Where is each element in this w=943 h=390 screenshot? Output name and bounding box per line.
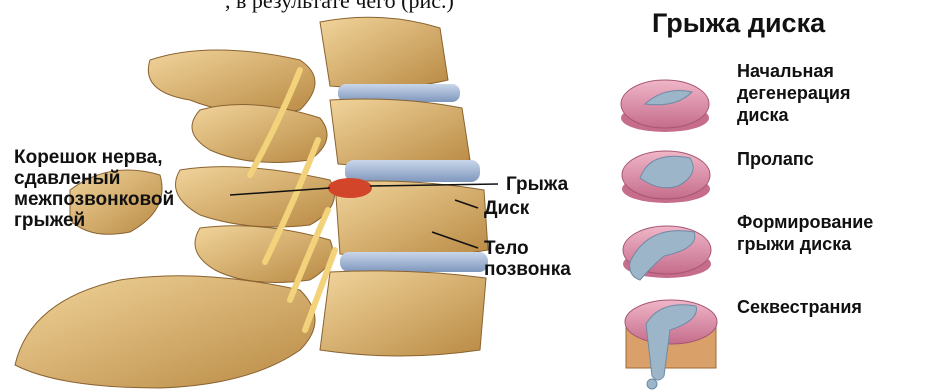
label-disc: Диск xyxy=(484,198,529,219)
disc-stage-2 xyxy=(622,151,710,203)
disc-stage-1 xyxy=(621,80,709,132)
disc-3 xyxy=(340,252,488,272)
disc-stage-4 xyxy=(625,300,717,389)
stage-label-herniation-formation: Формирование грыжи диска xyxy=(737,211,873,255)
label-hernia: Грыжа xyxy=(506,174,568,195)
label-vertebral-body: Тело позвонка xyxy=(484,238,571,280)
disc-stage-3 xyxy=(623,226,711,280)
label-nerve-root: Корешок нерва, сдавленый межпозвонковой … xyxy=(14,147,174,231)
stage-label-prolapse: Пролапс xyxy=(737,148,814,170)
disc-2 xyxy=(345,160,480,182)
hernia-bulge xyxy=(328,178,372,198)
diagram-title: Грыжа диска xyxy=(652,8,825,39)
stage-label-initial-degeneration: Начальная дегенерация диска xyxy=(737,60,850,126)
stage-label-sequestration: Секвестрания xyxy=(737,296,862,318)
